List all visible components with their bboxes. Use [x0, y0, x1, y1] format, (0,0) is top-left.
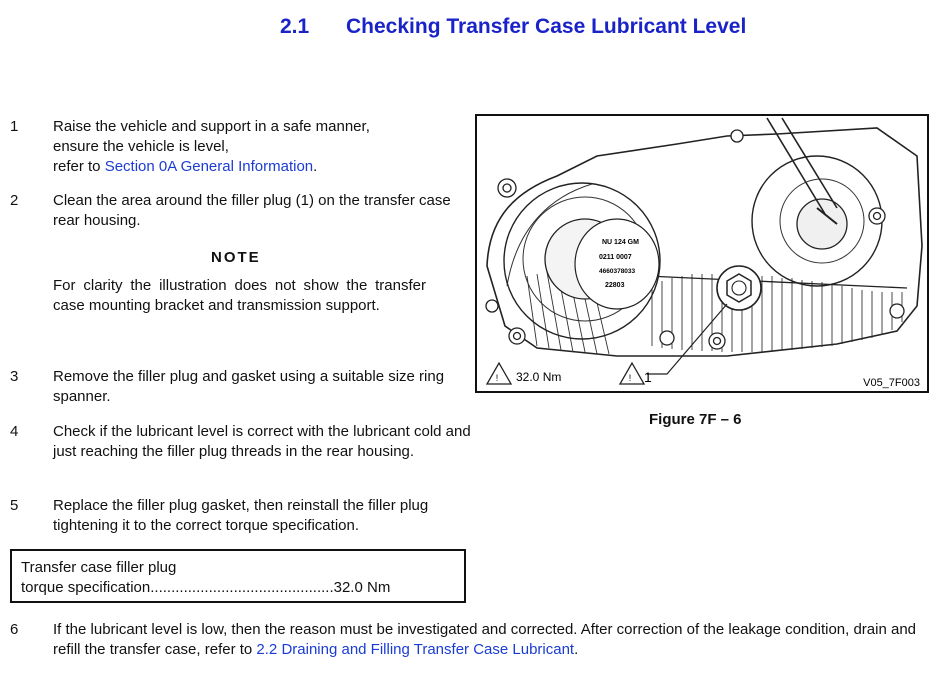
ref-prefix: refer to	[53, 158, 105, 175]
torque-leader: ........................................…	[150, 579, 334, 596]
svg-text:!: !	[496, 373, 499, 383]
section-number: 2.1	[280, 15, 310, 38]
svg-text:!: !	[629, 373, 632, 383]
torque-spec-box: Transfer case filler plug torque specifi…	[10, 549, 466, 603]
step-text: Check if the lubricant level is correct …	[53, 423, 471, 460]
torque-line2: torque specification....................…	[21, 579, 451, 596]
section-heading: Checking Transfer Case Lubricant Level	[346, 15, 747, 38]
transfer-case-figure: NU 124 GM 0211 0007 4660378033 22803 !	[475, 114, 929, 393]
plate-line: 0211 0007	[599, 254, 632, 261]
plate-line: 4660378033	[599, 268, 636, 275]
figure-code: V05_7F003	[863, 377, 920, 389]
note-heading: NOTE	[211, 249, 261, 266]
draining-filling-link[interactable]: 2.2 Draining and Filling Transfer Case L…	[256, 641, 575, 658]
torque-value: 32.0 Nm	[333, 579, 391, 596]
step-text: Remove the filler plug and gasket using …	[53, 368, 445, 405]
step6-text: If the lubricant level is low, then the …	[53, 621, 917, 658]
torque-label: torque specification	[21, 579, 151, 596]
section-0a-link[interactable]: Section 0A General Information	[104, 158, 314, 175]
step-number: 5	[10, 497, 19, 514]
step-number: 4	[10, 423, 19, 440]
step-number: 6	[10, 621, 19, 638]
step-line: Raise the vehicle and support in a safe …	[53, 118, 370, 135]
plate-line: NU 124 GM	[602, 239, 639, 246]
step-number: 1	[10, 118, 19, 135]
step-number: 3	[10, 368, 19, 385]
ref-suffix: .	[313, 158, 318, 175]
plate-line: 22803	[605, 282, 625, 289]
ref-suffix: .	[574, 641, 579, 658]
torque-callout: 32.0 Nm	[516, 370, 561, 384]
step-text: Raise the vehicle and support in a safe …	[53, 117, 473, 177]
section-title: 2.1 Checking Transfer Case Lubricant Lev…	[0, 15, 944, 45]
transfer-case-illustration: NU 124 GM 0211 0007 4660378033 22803 !	[485, 117, 923, 389]
step-line: ensure the vehicle is level,	[53, 138, 229, 155]
step-text: If the lubricant level is low, then the …	[53, 620, 923, 660]
figure-caption: Figure 7F – 6	[649, 411, 742, 428]
note-text: For clarity the illustration does not sh…	[53, 277, 426, 314]
callout-number: 1	[644, 369, 652, 385]
step-text: Replace the filler plug gasket, then rei…	[53, 497, 429, 534]
step-number: 2	[10, 192, 19, 209]
torque-line1: Transfer case filler plug	[21, 559, 177, 576]
step-line: refer to Section 0A General Information.	[53, 157, 473, 177]
step-text: Clean the area around the filler plug (1…	[53, 192, 451, 229]
